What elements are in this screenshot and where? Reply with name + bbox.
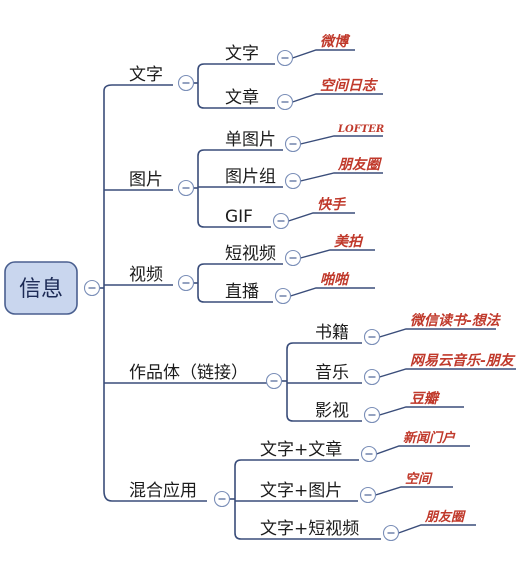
root-node[interactable]: 信息 (4, 261, 78, 315)
subcategory-label: 短视频 (225, 244, 276, 264)
platform-label: 新闻门户 (403, 430, 456, 446)
category-collapse-toggle[interactable] (213, 490, 231, 508)
subcategory-label: 书籍 (315, 323, 349, 343)
subcategory-collapse-toggle[interactable] (272, 212, 290, 230)
subcategory-collapse-toggle[interactable] (284, 172, 302, 190)
category-label: 图片 (129, 170, 163, 190)
connector-line (103, 84, 173, 92)
subcategory-collapse-toggle[interactable] (363, 328, 381, 346)
category-label: 混合应用 (129, 481, 197, 501)
category-label: 视频 (129, 265, 163, 285)
connector-line (197, 263, 283, 271)
subcategory-label: 直播 (225, 282, 259, 302)
platform-underline (292, 49, 355, 59)
branch-nodes: 文字文字微博文章空间日志图片单图片LOFTER图片组朋友圈GIF快手视频短视频美… (83, 33, 516, 542)
subcategory-label: 文字+图片 (260, 481, 342, 501)
subcategory-label: 影视 (315, 401, 349, 421)
connector-lines (99, 49, 516, 540)
subcategory-collapse-toggle[interactable] (276, 93, 294, 111)
platform-label: 快手 (317, 196, 347, 213)
platform-underline (300, 172, 383, 182)
root-box (4, 261, 78, 315)
platform-label: 啪啪 (320, 271, 350, 288)
platform-underline (375, 486, 453, 496)
subcategory-collapse-toggle[interactable] (360, 445, 378, 463)
connector-line (286, 342, 362, 350)
category-label: 作品体（链接） (129, 363, 248, 383)
connector-line (234, 532, 381, 540)
category-collapse-toggle[interactable] (177, 274, 195, 292)
platform-underline (300, 249, 375, 259)
subcategory-collapse-toggle[interactable] (284, 135, 302, 153)
subcategory-collapse-toggle[interactable] (359, 486, 377, 504)
subcategory-collapse-toggle[interactable] (274, 287, 292, 305)
category-collapse-toggle[interactable] (177, 74, 195, 92)
subcategory-collapse-toggle[interactable] (363, 406, 381, 424)
platform-label: 网易云音乐-朋友 (410, 352, 516, 369)
connector-line (103, 490, 207, 502)
platform-label: 豆瓣 (410, 390, 441, 407)
platform-underline (292, 93, 383, 103)
subcategory-label: 单图片 (225, 130, 276, 150)
connector-line (234, 459, 359, 467)
connector-line (197, 101, 275, 109)
platform-label: LOFTER (337, 124, 384, 135)
platform-label: 空间 (405, 471, 433, 487)
platform-underline (379, 368, 516, 378)
connector-line (197, 220, 271, 228)
connector-line (197, 149, 283, 157)
platform-underline (300, 135, 383, 145)
subcategory-label: 文字+文章 (260, 440, 342, 460)
platform-underline (288, 212, 355, 222)
category-collapse-toggle[interactable] (265, 372, 283, 390)
subcategory-collapse-toggle[interactable] (284, 249, 302, 267)
connector-line (197, 63, 275, 71)
subcategory-label: 图片组 (225, 167, 276, 187)
platform-label: 美拍 (334, 233, 364, 250)
subcategory-label: 文章 (225, 88, 259, 108)
subcategory-label: 音乐 (315, 363, 349, 383)
subcategory-collapse-toggle[interactable] (363, 368, 381, 386)
subcategory-label: 文字+短视频 (260, 519, 359, 539)
subcategory-collapse-toggle[interactable] (276, 49, 294, 67)
platform-label: 微信读书-想法 (410, 312, 502, 329)
subcategory-label: 文字 (225, 44, 259, 64)
platform-underline (376, 445, 470, 455)
platform-label: 朋友圈 (337, 156, 383, 173)
platform-label: 朋友圈 (424, 509, 466, 525)
platform-label: 空间日志 (320, 77, 379, 94)
root-label: 信息 (19, 277, 63, 302)
connector-line (197, 295, 273, 303)
root-collapse-toggle[interactable] (83, 279, 101, 297)
subcategory-collapse-toggle[interactable] (382, 524, 400, 542)
platform-underline (379, 406, 464, 416)
platform-label: 微博 (320, 33, 351, 50)
connector-line (286, 414, 362, 422)
subcategory-label: GIF (225, 207, 253, 227)
platform-underline (398, 524, 476, 534)
category-label: 文字 (129, 65, 163, 85)
platform-underline (379, 328, 496, 338)
category-collapse-toggle[interactable] (177, 179, 195, 197)
platform-underline (290, 287, 375, 297)
